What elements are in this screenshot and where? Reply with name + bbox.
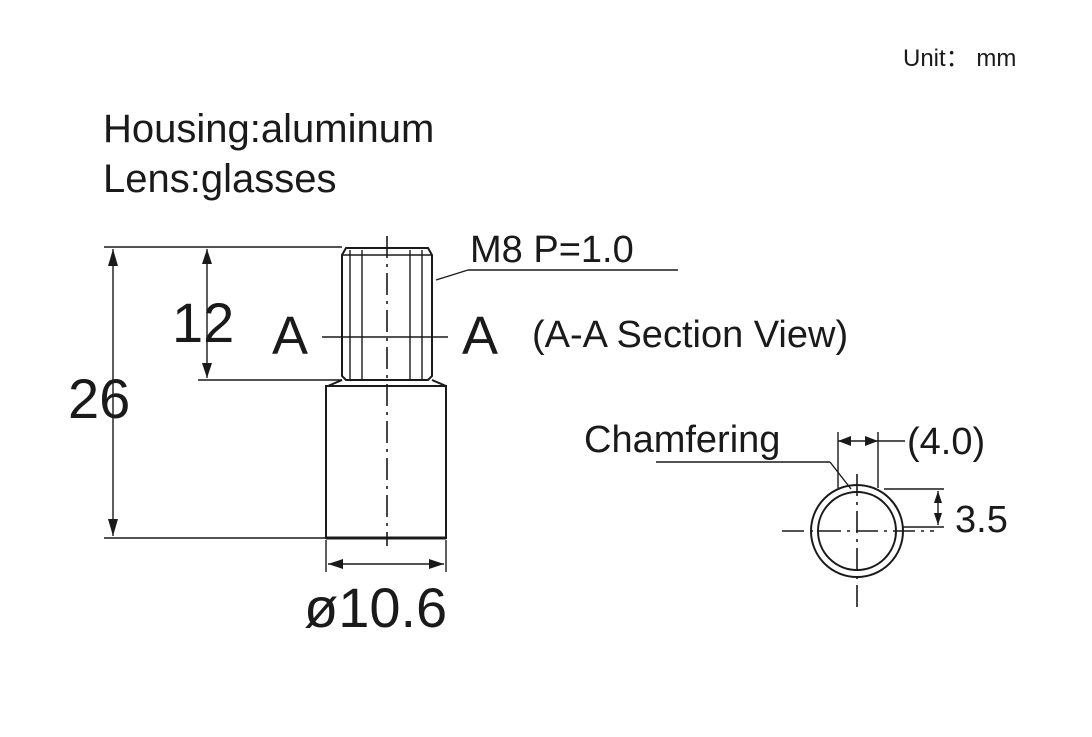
section-marker-right: A: [462, 306, 498, 366]
cylindrical-body: [325, 385, 447, 540]
unit-label: Unit： mm: [903, 45, 1016, 72]
thread-callout: M8 P=1.0: [435, 229, 678, 281]
thread-callout-label: M8 P=1.0: [470, 229, 634, 271]
diameter-dimension: ø10.6: [304, 540, 447, 639]
diameter-value: ø10.6: [304, 576, 447, 639]
housing-material-note: Housing:aluminum: [103, 107, 434, 151]
lens-material-note: Lens:glasses: [103, 157, 336, 201]
chamfering-callout: Chamfering: [584, 419, 852, 490]
chamfer-height-dimension: 3.5: [884, 488, 1008, 541]
section-marker-left: A: [272, 306, 308, 366]
chamfer-width-value: (4.0): [907, 421, 985, 463]
chamfer-width-dimension: (4.0): [837, 421, 985, 488]
chamfer-height-value: 3.5: [955, 499, 1008, 541]
section-view-caption: (A-A Section View): [532, 314, 848, 356]
part-side-view: [325, 236, 447, 546]
thread-length-value: 12: [172, 291, 234, 354]
overall-height-dimension: 26: [68, 246, 342, 539]
chamfering-label: Chamfering: [584, 419, 780, 461]
thread-length-dimension: 12: [172, 249, 342, 381]
section-end-view: [782, 474, 934, 612]
overall-height-value: 26: [68, 367, 130, 430]
